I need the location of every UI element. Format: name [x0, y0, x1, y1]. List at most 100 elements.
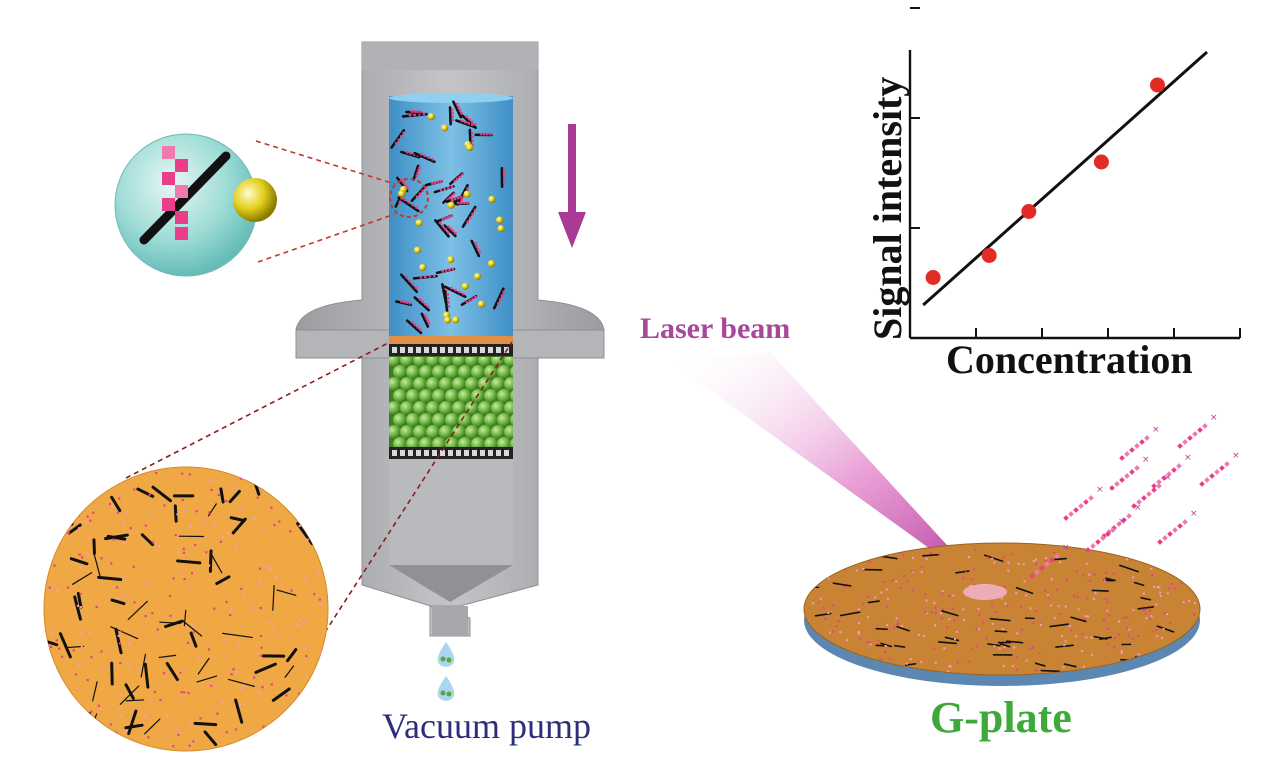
disc-tag	[268, 621, 271, 624]
tag	[471, 143, 474, 147]
disc-tag	[192, 624, 195, 627]
disc-nanotube	[58, 632, 72, 659]
disc-tag	[128, 665, 131, 669]
plate-tag	[1076, 596, 1079, 599]
plate-tag	[866, 641, 869, 644]
plate-tag	[1040, 622, 1043, 625]
plate-tag	[812, 602, 815, 605]
plate-tag	[940, 617, 943, 620]
disc-tag	[55, 529, 58, 532]
ion-chain	[1088, 495, 1094, 501]
grid-hole	[456, 347, 461, 353]
disc-tag	[219, 540, 222, 543]
disc-tag	[80, 632, 83, 635]
ion-mark: ×	[1164, 473, 1172, 483]
tag	[500, 294, 504, 298]
disc-tag	[56, 589, 59, 593]
tag	[419, 275, 423, 279]
disc-tag	[256, 476, 259, 480]
disc-tag	[256, 496, 259, 499]
bead	[484, 413, 498, 427]
plate-tag	[1175, 563, 1178, 566]
disc-tag	[276, 635, 279, 638]
plate-tag	[886, 623, 889, 626]
plate-tag	[1084, 615, 1087, 618]
bead	[389, 425, 401, 439]
tagged-nanotube	[434, 219, 450, 238]
disc-tag	[77, 487, 80, 490]
bead	[439, 377, 453, 391]
plate-nanotube	[1070, 616, 1087, 623]
disc-tag	[231, 608, 234, 612]
ion-chain	[1219, 465, 1225, 471]
disc-nanotube	[229, 516, 246, 523]
ion-chain	[1182, 519, 1188, 525]
disc-tag	[116, 596, 119, 599]
bead	[452, 377, 466, 391]
disc-tag	[99, 485, 102, 489]
bead	[400, 357, 414, 367]
plate-tag	[884, 644, 887, 647]
tag	[439, 221, 442, 225]
ion-mark: ×	[1062, 543, 1070, 553]
disc-tag	[151, 541, 154, 544]
tag	[400, 197, 403, 200]
bead	[406, 389, 420, 403]
disc-tag	[177, 732, 180, 735]
disc-tag	[263, 487, 266, 490]
disc-tag	[149, 700, 152, 703]
disc-tag	[217, 493, 220, 496]
grid-hole	[496, 347, 501, 353]
plate-tag	[946, 626, 949, 629]
plate-tag	[886, 597, 889, 600]
disc-tag	[302, 516, 305, 519]
plate-tag	[1178, 652, 1181, 655]
tag	[453, 197, 457, 201]
disc-tag	[253, 518, 256, 521]
disc-tag	[229, 611, 232, 614]
gold-nanoparticle	[477, 300, 486, 308]
plate-nanotube	[1015, 586, 1034, 595]
tag	[449, 214, 453, 218]
plate-nanotube	[983, 554, 1004, 563]
plate-tag	[1155, 603, 1158, 606]
grid-hole	[440, 450, 445, 456]
disc-fiber	[144, 718, 161, 735]
tag	[433, 274, 436, 278]
plate-tag	[991, 557, 994, 560]
tag	[446, 198, 449, 202]
plate-tag	[1083, 618, 1086, 621]
plate-nanotube	[832, 582, 852, 587]
disc-tag	[144, 524, 147, 527]
disc-tag	[315, 513, 318, 516]
grid-hole	[416, 347, 421, 353]
disc-tag	[305, 654, 308, 658]
plate-tag	[1153, 585, 1156, 588]
disc-tag	[305, 479, 308, 482]
disc-tag	[258, 691, 261, 694]
plate-tag	[998, 647, 1001, 650]
data-point	[925, 270, 941, 285]
disc-tag	[182, 547, 185, 550]
plate-tag	[911, 571, 914, 574]
disc-tag	[119, 661, 122, 665]
bead	[458, 389, 472, 403]
tag	[460, 112, 463, 115]
plate-tag	[857, 630, 860, 633]
ion-mark: ×	[1096, 485, 1104, 495]
plate-tag	[822, 606, 825, 609]
gold-nanoparticle	[461, 282, 469, 290]
tagged-nanotube	[455, 119, 475, 128]
bead	[413, 425, 427, 439]
tag	[447, 305, 451, 308]
tag	[441, 270, 444, 273]
disc-tag	[237, 644, 240, 647]
data-point	[1021, 204, 1037, 219]
plate-tag	[1103, 579, 1106, 582]
plate-tag	[1159, 671, 1162, 674]
tag	[458, 175, 461, 179]
disc-tag	[298, 619, 301, 622]
disc-tag	[239, 477, 242, 480]
plate-tag	[862, 568, 865, 571]
tag	[457, 201, 460, 205]
